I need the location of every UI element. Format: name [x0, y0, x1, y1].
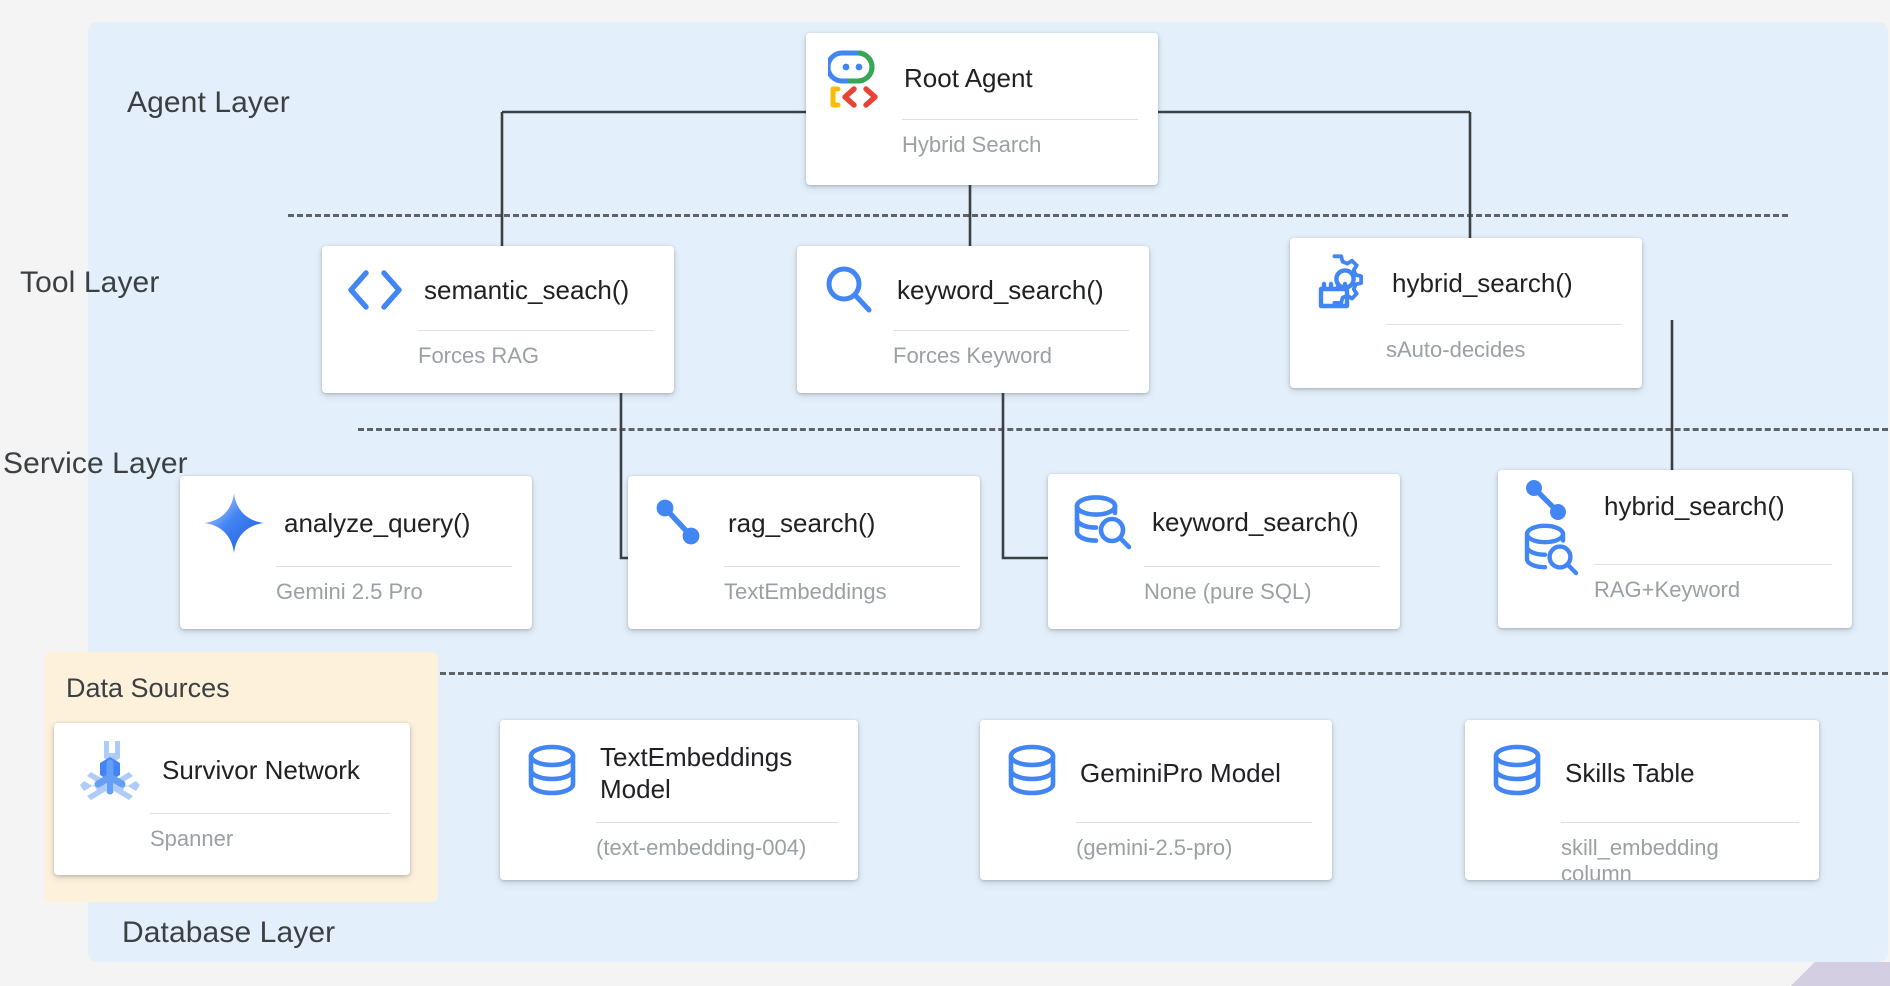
database-icon	[1002, 742, 1062, 804]
card-title: semantic_seach()	[424, 274, 630, 305]
card-divider	[724, 566, 960, 567]
card-subtitle: sAuto-decides	[1386, 337, 1526, 362]
card-subtitle: Forces Keyword	[893, 343, 1052, 368]
card-tool-hybrid-search[interactable]: hybrid_search() sAuto-decides	[1290, 238, 1642, 388]
card-title: analyze_query()	[284, 507, 471, 538]
card-title: Survivor Network	[162, 754, 360, 785]
magnifier-icon	[819, 262, 879, 318]
card-tool-semantic-search[interactable]: semantic_seach() Forces RAG	[322, 246, 674, 393]
card-title: Skills Table	[1565, 757, 1695, 788]
card-subtitle: None (pure SQL)	[1144, 579, 1312, 604]
card-title: rag_search()	[728, 507, 876, 538]
card-divider	[1561, 822, 1799, 823]
spanner-icon	[76, 737, 144, 803]
card-title: keyword_search()	[897, 274, 1104, 305]
card-database-textembeddings-model[interactable]: TextEmbeddings Model (text-embedding-004…	[500, 720, 858, 880]
card-divider	[902, 119, 1138, 120]
card-title: Root Agent	[904, 62, 1033, 93]
card-subtitle: (gemini-2.5-pro)	[1076, 835, 1233, 860]
card-service-analyze-query[interactable]: analyze_query() Gemini 2.5 Pro	[180, 476, 532, 629]
wire-keywordtool-to-keywordservice	[1001, 393, 1052, 560]
card-service-keyword-search[interactable]: keyword_search() None (pure SQL)	[1048, 474, 1400, 629]
divider-agent-tool	[288, 214, 1788, 217]
layer-label-database: Database Layer	[122, 916, 336, 949]
card-subtitle: RAG+Keyword	[1594, 577, 1741, 602]
database-icon	[522, 742, 582, 804]
card-subtitle: Forces RAG	[418, 343, 540, 368]
card-service-hybrid-search[interactable]: hybrid_search() RAG+Keyword	[1498, 470, 1852, 628]
card-subtitle: (text-embedding-004)	[596, 835, 807, 860]
gear-toolbox-icon	[1312, 253, 1374, 313]
card-divider	[1594, 564, 1832, 565]
database-icon	[1487, 742, 1547, 804]
card-divider	[1076, 822, 1312, 823]
card-divider	[596, 822, 838, 823]
vector-graph-database-search-icon	[1520, 476, 1586, 582]
adk-robot-icon	[828, 47, 886, 109]
card-subtitle: Spanner	[150, 826, 234, 851]
card-title: hybrid_search()	[1392, 267, 1573, 298]
layer-label-agent: Agent Layer	[127, 86, 290, 119]
code-brackets-icon	[344, 266, 406, 314]
card-divider	[276, 566, 512, 567]
card-subtitle: skill_embedding column	[1561, 835, 1719, 880]
card-subtitle: Gemini 2.5 Pro	[276, 579, 423, 604]
card-title: TextEmbeddings Model	[600, 741, 793, 804]
card-subtitle: TextEmbeddings	[724, 579, 887, 604]
card-divider	[893, 330, 1129, 331]
card-subtitle: Hybrid Search	[902, 132, 1042, 157]
card-database-geminipro-model[interactable]: GeminiPro Model (gemini-2.5-pro)	[980, 720, 1332, 880]
card-divider	[418, 330, 654, 331]
card-title: keyword_search()	[1152, 506, 1359, 537]
divider-service-database	[440, 672, 1888, 675]
scroll-corner-artifact	[1730, 962, 1890, 986]
card-title: hybrid_search()	[1604, 491, 1785, 521]
card-divider	[1144, 566, 1380, 567]
card-service-rag-search[interactable]: rag_search() TextEmbeddings	[628, 476, 980, 629]
card-data-source-survivor-network[interactable]: Survivor Network Spanner	[54, 723, 410, 875]
vector-graph-icon	[650, 495, 710, 551]
card-root-agent[interactable]: Root Agent Hybrid Search	[806, 33, 1158, 185]
card-title: GeminiPro Model	[1080, 757, 1281, 788]
gemini-sparkle-icon	[202, 491, 266, 555]
group-data-sources-title: Data Sources	[66, 673, 230, 703]
card-database-skills-table[interactable]: Skills Table skill_embedding column	[1465, 720, 1819, 880]
card-divider	[150, 813, 390, 814]
layer-label-service: Service Layer	[3, 447, 188, 480]
divider-tool-service	[358, 428, 1888, 431]
card-divider	[1386, 324, 1622, 325]
database-search-icon	[1070, 491, 1134, 553]
layer-label-tool: Tool Layer	[20, 266, 160, 299]
card-tool-keyword-search[interactable]: keyword_search() Forces Keyword	[797, 246, 1149, 393]
